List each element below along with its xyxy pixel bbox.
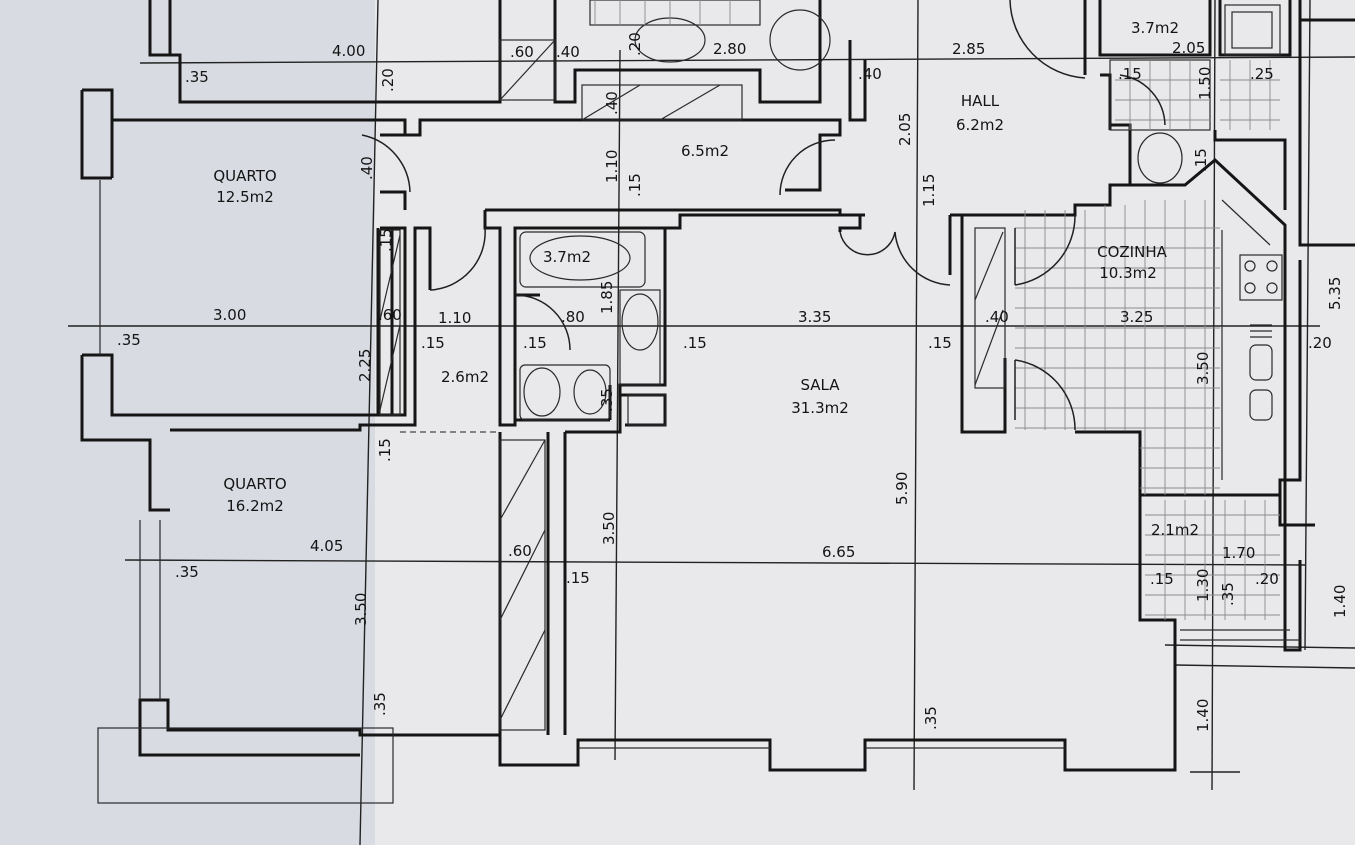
dim-label: .35 [598,388,616,412]
dim-label: .35 [117,331,141,349]
room-bath-top-area: 3.7m2 [1131,19,1179,37]
room-hall-name: HALL [961,92,1000,110]
room-quarto-top-name: QUARTO [213,167,276,185]
room-hall-area: 6.2m2 [956,116,1004,134]
doors [361,0,1166,431]
room-cozinha-name: COZINHA [1097,243,1167,261]
dim-label: 5.35 [1326,277,1344,310]
dim-label: .35 [922,706,940,730]
room-quarto-top-area: 12.5m2 [216,188,274,206]
dim-label: .15 [377,228,395,252]
dim-label: 3.35 [798,308,831,326]
dim-label: 1.10 [438,309,471,327]
dim-label: .15 [1192,148,1210,172]
dim-label: .15 [421,334,445,352]
dim-label: .35 [1219,582,1237,606]
dim-label: 4.05 [310,537,343,555]
dim-label: 1.40 [1331,585,1349,618]
dim-label: .40 [603,91,621,115]
room-sala-area: 31.3m2 [791,399,849,417]
paper-shadow [0,0,375,845]
dim-label: 4.00 [332,42,365,60]
room-cozinha-area: 10.3m2 [1099,264,1157,282]
room-bath-mid-area: 3.7m2 [543,248,591,266]
room-quarto-bottom-area: 16.2m2 [226,497,284,515]
dim-label: .20 [626,32,644,56]
dim-label: 1.85 [598,281,616,314]
dim-label: .20 [1255,570,1279,588]
dim-label: 3.00 [213,306,246,324]
room-corridor-area: 6.5m2 [681,142,729,160]
dim-label: .35 [371,692,389,716]
dim-label: 5.90 [893,472,911,505]
dim-label: .15 [566,569,590,587]
dim-label: 1.30 [1194,569,1212,602]
dim-label: .60 [508,542,532,560]
details [97,0,1300,804]
dim-label: 1.50 [1196,67,1214,100]
dim-label: .20 [379,68,397,92]
dim-label: .15 [523,334,547,352]
dim-label: 2.25 [356,349,374,382]
dim-label: .35 [175,563,199,581]
dim-label: .80 [561,308,585,326]
room-laundry-area: 2.1m2 [1151,521,1199,539]
dim-label: 2.80 [713,40,746,58]
room-labels: QUARTO 12.5m2 QUARTO 16.2m2 HALL 6.2m2 S… [213,19,1199,539]
dim-label: 1.10 [603,150,621,183]
room-quarto-bottom-name: QUARTO [223,475,286,493]
dim-label: .40 [556,43,580,61]
room-wc-area: 2.6m2 [441,368,489,386]
dim-label: 2.85 [952,40,985,58]
dim-label: 3.50 [352,593,370,626]
dim-label: .25 [1250,65,1274,83]
dim-label: .40 [358,156,376,180]
dim-label: .35 [185,68,209,86]
room-sala-name: SALA [800,376,840,394]
dim-label: 3.50 [600,512,618,545]
dim-label: .15 [1118,65,1142,83]
dim-label: .15 [1150,570,1174,588]
dim-label: 2.05 [1172,39,1205,57]
dim-label: 6.65 [822,543,855,561]
dim-label: 1.15 [920,174,938,207]
dim-label: .15 [626,173,644,197]
dim-label: 1.40 [1194,699,1212,732]
dim-label: 2.05 [896,113,914,146]
walls [80,0,1355,772]
dim-label: 3.50 [1194,352,1212,385]
dim-label: .60 [510,43,534,61]
dim-label: .40 [858,65,882,83]
dim-label: .20 [1308,334,1332,352]
dim-label: .15 [928,334,952,352]
dimension-labels: 4.00 .35 .60 .40 2.80 2.85 2.05 .15 .25 … [117,39,1332,588]
dim-label: .15 [683,334,707,352]
dim-label: .15 [376,438,394,462]
dim-label: .40 [985,308,1009,326]
dim-label: .60 [378,306,402,324]
tiles [594,0,1280,620]
dim-label: 3.25 [1120,308,1153,326]
dim-label: 1.70 [1222,544,1255,562]
vertical-dimension-labels: .20 .20 1.50 .40 1.10 2.05 .15 1.15 .40 … [352,32,1349,732]
